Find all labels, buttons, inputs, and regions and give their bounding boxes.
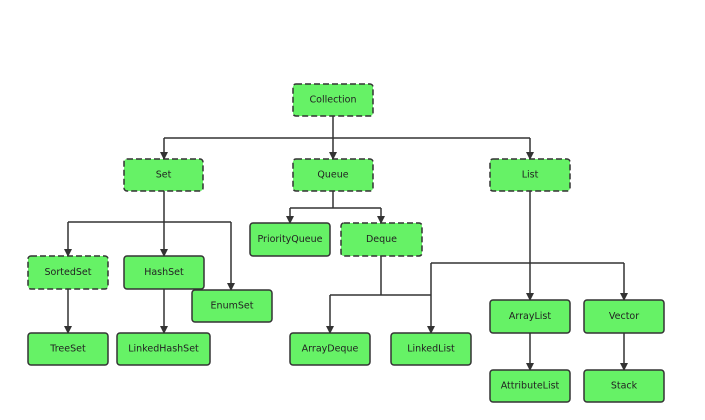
node-collection: Collection	[292, 83, 374, 117]
node-deque: Deque	[340, 222, 423, 257]
node-arraydeque-label: ArrayDeque	[302, 344, 359, 355]
node-treeset-label: TreeSet	[49, 344, 86, 355]
node-priorityqueue: PriorityQueue	[249, 222, 331, 257]
node-stack-label: Stack	[611, 381, 638, 392]
node-linkedlist: LinkedList	[390, 332, 472, 366]
node-queue: Queue	[292, 158, 374, 192]
node-vector: Vector	[583, 299, 665, 334]
node-stack: Stack	[583, 369, 665, 403]
edges	[64, 116, 628, 371]
node-set-label: Set	[156, 170, 172, 181]
node-linkedhashset: LinkedHashSet	[116, 332, 211, 366]
node-arraylist-label: ArrayList	[509, 311, 551, 322]
nodes: Collection Set Queue List SortedSet Hash…	[27, 83, 665, 403]
node-linkedlist-label: LinkedList	[407, 344, 455, 355]
node-set: Set	[123, 158, 204, 192]
node-hashset: HashSet	[123, 255, 205, 290]
node-attributelist: AttributeList	[489, 369, 571, 403]
node-list: List	[489, 158, 571, 192]
node-arraydeque: ArrayDeque	[289, 332, 371, 366]
node-sortedset-label: SortedSet	[45, 267, 92, 278]
node-list-label: List	[522, 170, 539, 181]
node-enumset: EnumSet	[191, 289, 273, 323]
node-queue-label: Queue	[317, 170, 348, 181]
node-deque-label: Deque	[366, 234, 397, 245]
node-hashset-label: HashSet	[144, 267, 184, 278]
node-linkedhashset-label: LinkedHashSet	[128, 344, 199, 355]
node-enumset-label: EnumSet	[211, 301, 254, 312]
node-arraylist: ArrayList	[489, 299, 571, 334]
node-attributelist-label: AttributeList	[501, 381, 560, 392]
node-collection-label: Collection	[310, 95, 357, 106]
node-sortedset: SortedSet	[27, 255, 109, 290]
node-treeset: TreeSet	[27, 332, 109, 366]
node-vector-label: Vector	[609, 311, 639, 322]
node-priorityqueue-label: PriorityQueue	[257, 234, 322, 245]
